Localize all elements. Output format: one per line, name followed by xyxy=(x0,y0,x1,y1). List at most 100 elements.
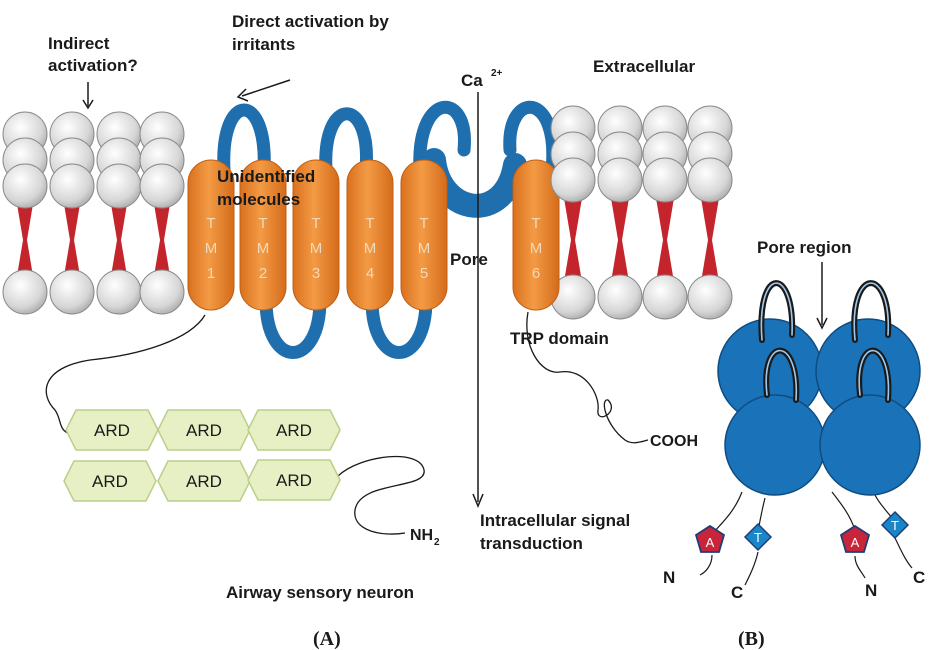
lipid-bilayer xyxy=(2,111,733,320)
lipid-head xyxy=(96,163,142,209)
ca-superscript: 2+ xyxy=(491,68,503,79)
unidentified-label-line2: molecules xyxy=(217,190,300,209)
indirect-label-line2: activation? xyxy=(48,56,138,75)
c-terminal-tail xyxy=(526,311,649,444)
tm-segment-4: TM 4 xyxy=(346,159,394,311)
ard-label: ARD xyxy=(92,472,128,491)
ard-repeat: ARD xyxy=(157,460,251,502)
ard-repeat: ARD xyxy=(247,459,341,501)
lipid-tail xyxy=(611,198,629,282)
subunit-stalks xyxy=(699,491,913,586)
tm-letter: M xyxy=(530,240,543,257)
lipid-head xyxy=(139,163,185,209)
indirect-label-line1: Indirect xyxy=(48,34,110,53)
lipid-head xyxy=(49,269,95,315)
tm-letter: 2 xyxy=(259,265,267,282)
tm-segment-6: TM 6 xyxy=(512,159,560,311)
badge-a-left: A xyxy=(694,524,726,553)
lipid-head xyxy=(2,163,48,209)
tm-letter: T xyxy=(206,215,215,232)
badge-a-left-text: A xyxy=(706,535,715,550)
ard-repeat: ARD xyxy=(157,409,251,451)
indirect-arrow-head xyxy=(82,99,94,110)
lipid-head xyxy=(597,274,643,320)
badge-t-right: T xyxy=(880,510,910,540)
tm-letter: M xyxy=(418,240,431,257)
tm-letter: M xyxy=(310,240,323,257)
tm-letter: 3 xyxy=(312,265,320,282)
badge-t-left-text: T xyxy=(754,530,762,545)
pore-region-arrow-head xyxy=(816,317,828,330)
arrows xyxy=(82,79,828,508)
badge-a-right-text: A xyxy=(851,535,860,550)
tm-segment-2: TM2 xyxy=(239,159,287,311)
unidentified-label-line1: Unidentified xyxy=(217,167,315,186)
ard-repeat: ARD xyxy=(63,460,157,502)
intracellular-loops xyxy=(259,293,433,359)
extracellular-label: Extracellular xyxy=(593,57,695,76)
direct-label-line1: Direct activation by xyxy=(232,12,389,31)
tm-letter: M xyxy=(364,240,377,257)
lipid-head xyxy=(642,157,688,203)
c-left-label: C xyxy=(731,583,743,602)
lipid-head xyxy=(96,269,142,315)
ard-label: ARD xyxy=(276,421,312,440)
nh2-label: NH xyxy=(410,527,433,544)
intracellular-label-line2: transduction xyxy=(480,534,583,553)
pore-region-label: Pore region xyxy=(757,238,851,257)
badge-t-left: T xyxy=(743,522,773,552)
c-right-label: C xyxy=(913,568,925,587)
tm-segment-5: TM5 xyxy=(400,159,448,311)
ca-flow-arrow-head xyxy=(472,493,484,508)
ankyrin-repeat-domains: ARD ARD ARD ARD ARD ARD xyxy=(63,409,341,502)
pore-label: Pore xyxy=(450,250,488,269)
tm-letter: 6 xyxy=(532,265,540,282)
tm-letter: T xyxy=(365,215,374,232)
lipid-head xyxy=(139,269,185,315)
lipid-head xyxy=(642,274,688,320)
lipid-head xyxy=(687,157,733,203)
tm-letter: 1 xyxy=(207,265,215,282)
direct-arrow xyxy=(241,79,291,97)
tm-letter: 4 xyxy=(366,265,374,282)
tm-letter: T xyxy=(531,215,540,232)
tetramer-view: A T A T xyxy=(694,280,921,586)
panel-b-label: (B) xyxy=(738,628,765,650)
lipid-tail xyxy=(701,198,719,282)
ard-repeat: ARD xyxy=(247,409,341,451)
trp-domain-label: TRP domain xyxy=(510,329,609,348)
n-right-label: N xyxy=(865,581,877,600)
ard-label: ARD xyxy=(276,471,312,490)
tm-segment-3: TM 3 xyxy=(292,159,340,311)
tm-letter: T xyxy=(258,215,267,232)
subunit-front-right xyxy=(819,394,921,496)
ard-label: ARD xyxy=(186,472,222,491)
front-lipid-heads xyxy=(550,105,733,203)
lipid-tail xyxy=(16,198,34,282)
lipid-head xyxy=(2,269,48,315)
tm-letter: T xyxy=(419,215,428,232)
ca-label: Ca xyxy=(461,71,483,90)
airway-neuron-label: Airway sensory neuron xyxy=(226,583,414,602)
tm-letter: M xyxy=(205,240,218,257)
lipid-tail xyxy=(110,198,128,282)
text-labels: Indirect activation? Direct activation b… xyxy=(48,12,925,650)
n-terminal-tail xyxy=(45,314,206,435)
ard-repeat: ARD xyxy=(65,409,159,451)
badge-t-right-text: T xyxy=(891,518,899,533)
lipid-tail xyxy=(656,198,674,282)
ard-label: ARD xyxy=(186,421,222,440)
extracellular-loops xyxy=(217,100,560,177)
nh2-subscript: 2 xyxy=(434,537,440,548)
ard-nh2-tail xyxy=(337,455,425,535)
badge-a-right: A xyxy=(839,524,871,553)
lipid-tail xyxy=(564,198,582,282)
tm-letter: T xyxy=(311,215,320,232)
n-left-label: N xyxy=(663,568,675,587)
ard-label: ARD xyxy=(94,421,130,440)
lipid-head xyxy=(687,274,733,320)
lipid-head xyxy=(597,157,643,203)
protein-tails xyxy=(45,311,649,535)
